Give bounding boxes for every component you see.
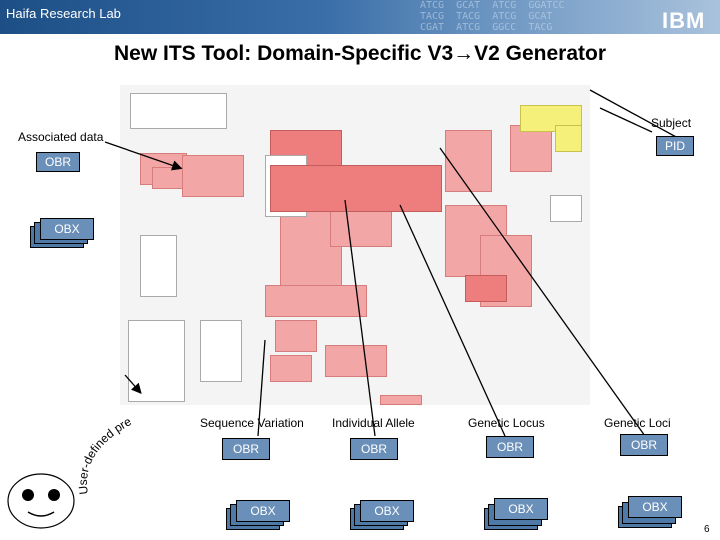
rmim-diagram-image (120, 85, 590, 405)
page-number: 6 (704, 524, 710, 535)
obx-sequence-variation-box: OBX (236, 500, 290, 522)
column-heading-sequence-variation: Sequence Variation (200, 416, 304, 430)
pid-box: PID (656, 136, 694, 156)
obx-individual-allele-box: OBX (360, 500, 414, 522)
column-heading-individual-allele: Individual Allele (332, 416, 415, 430)
ibm-logo: IBM (662, 8, 706, 33)
obx-genetic-locus-box: OBX (494, 498, 548, 520)
column-heading-genetic-locus: Genetic Locus (468, 416, 545, 430)
obr-sequence-variation-box: OBR (222, 438, 270, 460)
svg-text:User-defined preferences: User-defined preferences (70, 412, 134, 495)
slide-title: New ITS Tool: Domain-Specific V3→V2 Gene… (113, 42, 607, 65)
header-bar: ATCG GCAT ATCG GGATCC TACG TACG ATCG GCA… (0, 0, 720, 34)
obr-individual-allele-box: OBR (350, 438, 398, 460)
user-defined-preferences-text: User-defined preferences (70, 412, 134, 495)
obr-top-box: OBR (36, 152, 80, 172)
obx-top-box: OBX (40, 218, 94, 240)
obr-genetic-locus-box: OBR (486, 436, 534, 458)
lab-name: Haifa Research Lab (6, 6, 121, 21)
obr-genetic-loci-box: OBR (620, 434, 668, 456)
subject-label: Subject (651, 116, 692, 130)
obx-genetic-loci-box: OBX (628, 496, 682, 518)
column-heading-genetic-loci: Genetic Loci (604, 416, 671, 430)
associated-data-label: Associated data (18, 130, 104, 144)
smiley-face-icon (7, 473, 75, 529)
dna-sequence-decoration: ATCG GCAT ATCG GGATCC TACG TACG ATCG GCA… (420, 0, 565, 33)
